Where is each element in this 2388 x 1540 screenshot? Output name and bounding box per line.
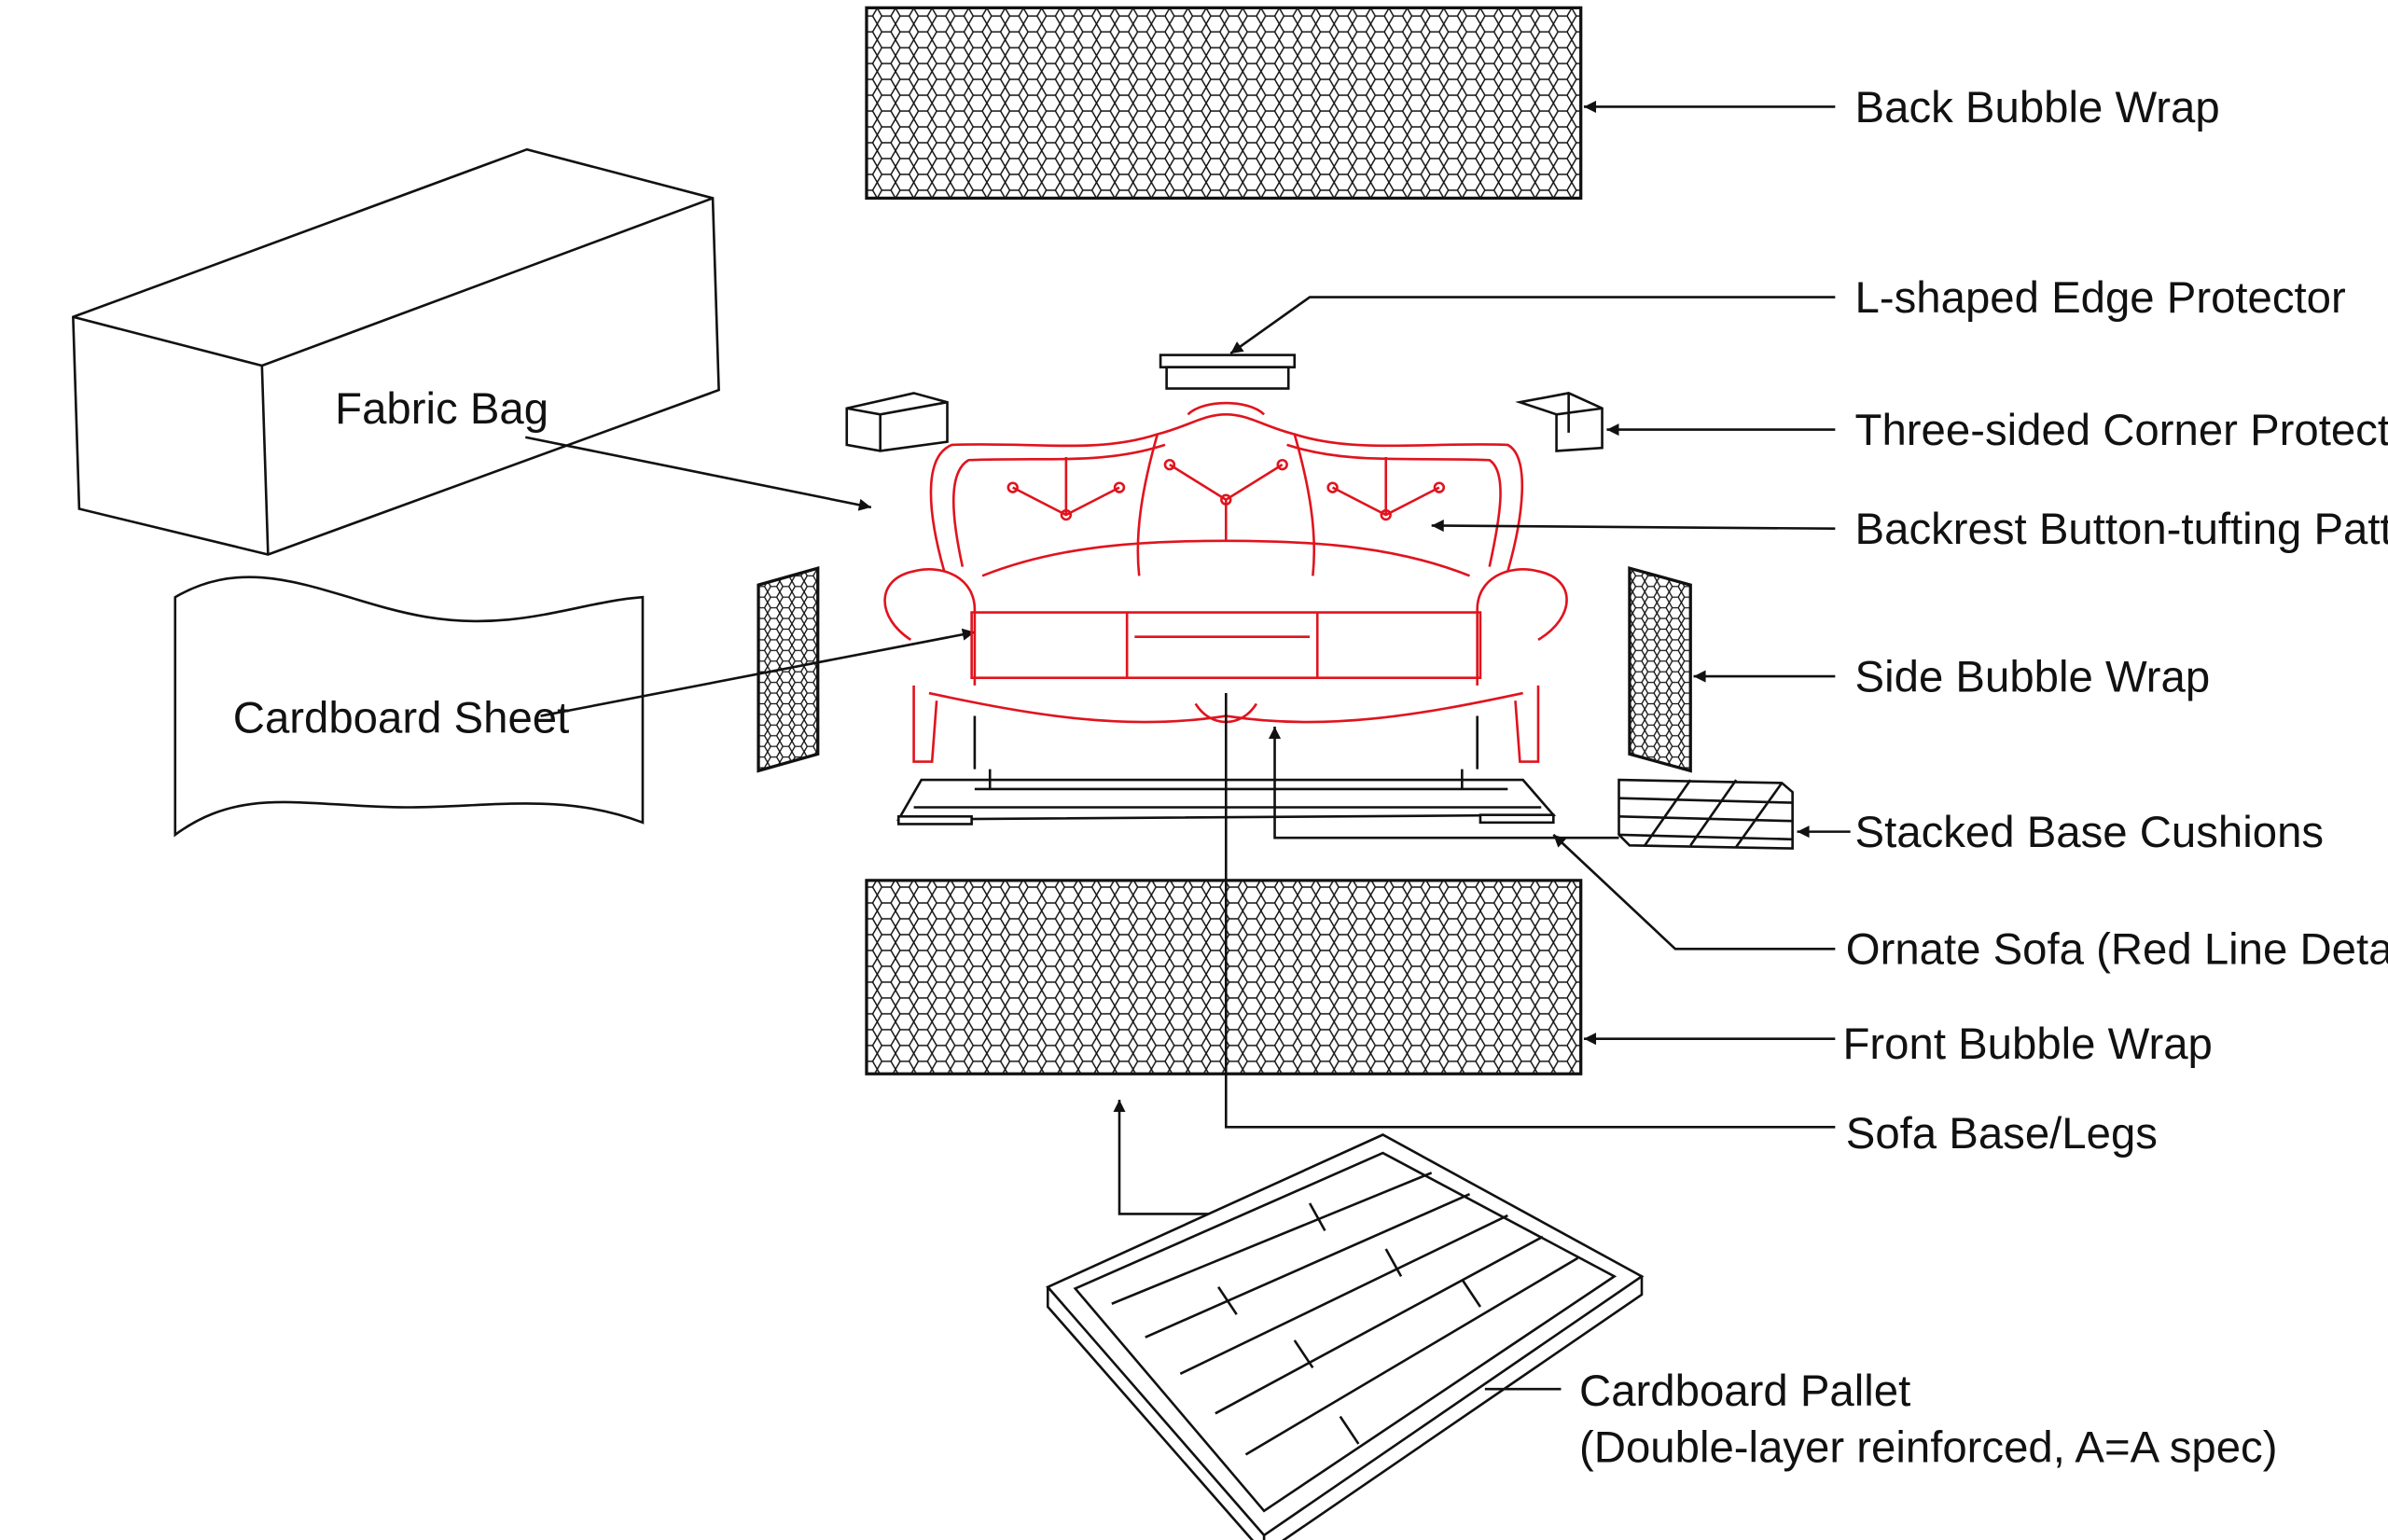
corner-protector-left — [845, 392, 949, 452]
side-bubble-wrap-right — [1628, 566, 1692, 773]
stacked-base-cushions — [1617, 778, 1794, 850]
label-backrest: Backrest Button-tufting Pattern — [1855, 505, 2388, 554]
leader-backrest — [1431, 520, 1836, 533]
fabric-bag — [72, 147, 720, 556]
label-ornate-sofa: Ornate Sofa (Red Line Detail) — [1846, 925, 2388, 975]
side-bubble-wrap-left — [757, 566, 820, 773]
back-bubble-wrap — [865, 6, 1583, 201]
label-stacked-cushions: Stacked Base Cushions — [1855, 808, 2325, 857]
label-sofa-base: Sofa Base/Legs — [1846, 1109, 2158, 1158]
leader-sofa-base — [1224, 693, 1836, 1129]
l-shaped-edge-protector — [1159, 354, 1297, 390]
leader-cushion-up — [1269, 726, 1619, 839]
label-pallet-spec: (Double-layer reinforced, A=A spec) — [1579, 1423, 2277, 1473]
front-bubble-wrap — [865, 879, 1583, 1075]
label-pallet: Cardboard Pallet — [1579, 1367, 1910, 1416]
label-back-bubble-wrap: Back Bubble Wrap — [1855, 83, 2220, 132]
label-corner-protector: Three-sided Corner Protector — [1855, 406, 2388, 455]
corner-protector-right — [1515, 392, 1604, 452]
label-front-bubble-wrap: Front Bubble Wrap — [1843, 1020, 2213, 1069]
label-cardboard-sheet: Cardboard Sheet — [233, 694, 569, 743]
cardboard-pallet — [1046, 1133, 1645, 1540]
label-edge-protector: L-shaped Edge Protector — [1855, 273, 2346, 323]
leader-fabric-bag — [525, 436, 872, 511]
leader-edge-protector — [1229, 296, 1836, 355]
leader-ornate-sofa — [1552, 833, 1836, 950]
cardboard-sheet — [174, 576, 645, 838]
label-fabric-bag: Fabric Bag — [335, 384, 548, 434]
label-side-bubble-wrap: Side Bubble Wrap — [1855, 652, 2211, 701]
